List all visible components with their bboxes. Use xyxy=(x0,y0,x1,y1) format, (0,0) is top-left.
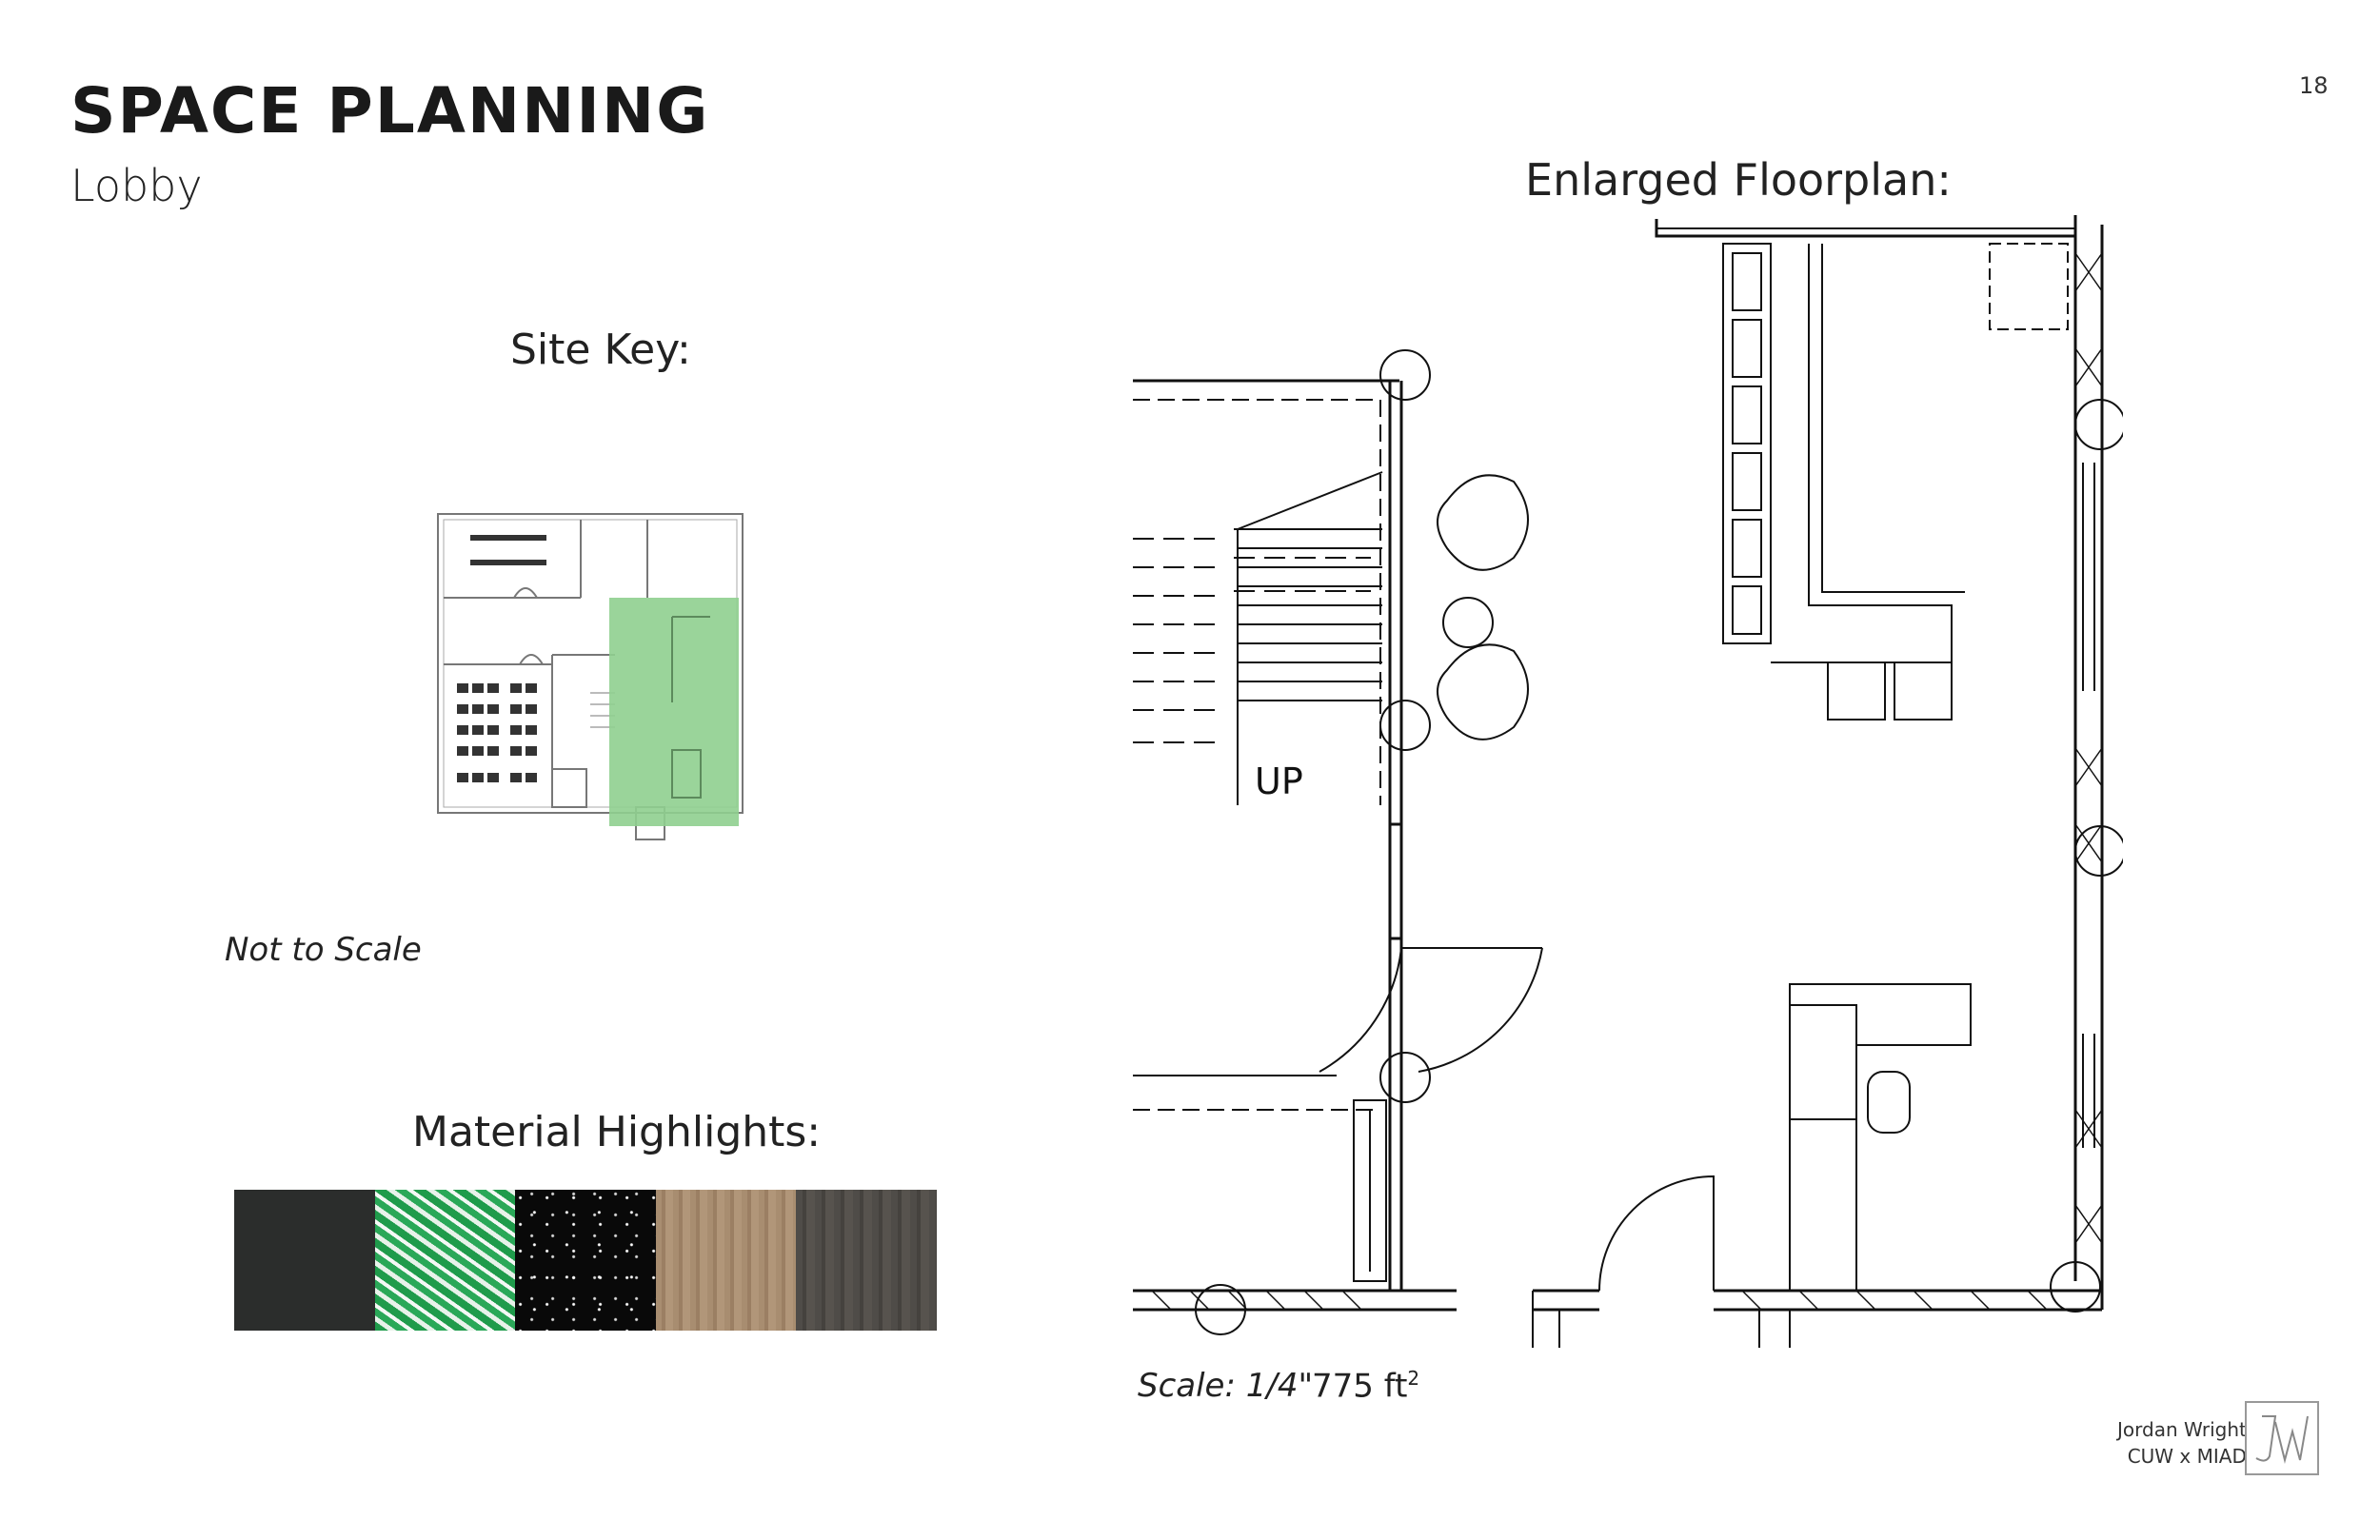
page-subtitle: Lobby xyxy=(70,160,203,211)
credit-name: Jordan Wright xyxy=(2117,1418,2247,1441)
swatch-black-speckle xyxy=(515,1190,656,1331)
scale-label: Scale: 1/4" xyxy=(1138,1367,1314,1405)
swatch-green-pattern xyxy=(374,1190,516,1331)
material-highlights-heading: Material Highlights: xyxy=(412,1108,822,1156)
credit-org: CUW x MIAD xyxy=(2127,1445,2247,1468)
swatch-charcoal xyxy=(234,1190,375,1331)
jw-logo-icon xyxy=(2245,1401,2319,1475)
material-swatch-strip xyxy=(234,1190,937,1331)
enlarged-floorplan: UP xyxy=(1133,215,2123,1348)
area-label: 775 ft2 xyxy=(1312,1367,1419,1405)
page-title: SPACE PLANNING xyxy=(70,74,710,148)
stair-up-label: UP xyxy=(1255,760,1303,802)
jw-monogram-icon xyxy=(2255,1415,2309,1464)
swatch-dark-wood xyxy=(796,1190,937,1331)
site-key-heading: Site Key: xyxy=(510,326,691,374)
credit-block: Jordan Wright CUW x MIAD xyxy=(2117,1416,2247,1470)
swatch-light-wood xyxy=(655,1190,797,1331)
page-number: 18 xyxy=(2299,72,2329,99)
area-exponent: 2 xyxy=(1407,1367,1420,1390)
not-to-scale-note: Not to Scale xyxy=(225,931,422,969)
site-key-plan xyxy=(437,513,744,840)
site-key-highlight xyxy=(609,598,739,826)
area-value: 775 ft xyxy=(1312,1367,1408,1406)
floorplan-heading: Enlarged Floorplan: xyxy=(1525,154,1952,206)
